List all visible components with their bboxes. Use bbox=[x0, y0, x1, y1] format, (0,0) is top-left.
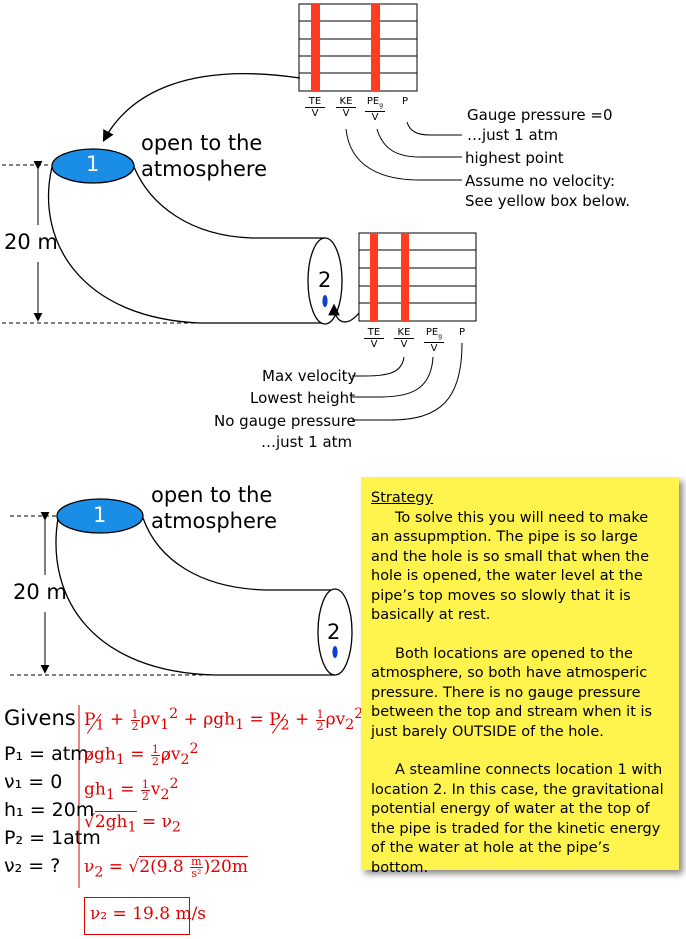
lower-leader-lines bbox=[352, 342, 463, 421]
bottom-height-label: 20 m bbox=[13, 580, 67, 604]
given-p1: P₁ = atm bbox=[4, 743, 89, 765]
lower-note-atm: …just 1 atm bbox=[261, 433, 353, 451]
sqrt-equation: √2gh1 = ν2 bbox=[84, 811, 181, 836]
top-height-indicator bbox=[2, 160, 200, 324]
upper-p-label: P bbox=[401, 96, 409, 107]
top-point2-label: 2 bbox=[318, 268, 332, 292]
upper-note-highest: highest point bbox=[465, 149, 564, 167]
upper-energy-chart bbox=[298, 3, 418, 92]
lower-chart-arrow bbox=[328, 303, 360, 323]
top-point1-ellipse bbox=[51, 148, 135, 184]
bottom-open-text: open to the atmosphere bbox=[151, 483, 277, 533]
upper-note-atm: …just 1 atm bbox=[467, 126, 559, 144]
bottom-pipe bbox=[55, 498, 353, 676]
lower-note-nogauge: No gauge pressure bbox=[214, 412, 356, 430]
upper-leader-lines bbox=[345, 121, 462, 181]
strategy-box: Strategy To solve this you will need to … bbox=[361, 477, 679, 876]
strategy-paragraph-3: A steamline connects location 1 with loc… bbox=[371, 762, 664, 876]
upper-pe-bar bbox=[371, 4, 380, 91]
lower-note-maxvel: Max velocity bbox=[262, 367, 357, 385]
bottom-point2-label: 2 bbox=[327, 620, 341, 644]
given-h1: h₁ = 20m bbox=[4, 799, 95, 821]
strategy-paragraph-2: Both locations are opened to the atmosph… bbox=[371, 645, 653, 740]
top-open-text: open to the atmosphere bbox=[141, 131, 267, 181]
lower-p-label: P bbox=[458, 327, 466, 338]
lower-note-lowest: Lowest height bbox=[250, 389, 356, 407]
upper-note-novelocity: Assume no velocity: bbox=[465, 172, 616, 190]
top-pipe-outer-curve bbox=[47, 166, 325, 324]
upper-note-seebox: See yellow box below. bbox=[465, 192, 631, 210]
givens-title: Givens bbox=[4, 706, 76, 730]
lower-te-bar bbox=[370, 233, 378, 321]
top-hole-marker bbox=[322, 295, 328, 307]
given-v2: ν₂ = ? bbox=[4, 855, 61, 877]
top-pipe-inner-curve bbox=[133, 166, 325, 239]
given-p2: P₂ = 1atm bbox=[4, 827, 101, 849]
top-pipe-end bbox=[307, 237, 343, 325]
lower-energy-chart bbox=[358, 232, 477, 322]
upper-note-gauge: Gauge pressure =0 bbox=[467, 106, 613, 124]
answer-text: ν₂ = 19.8 m/s bbox=[90, 904, 207, 924]
given-v1: ν₁ = 0 bbox=[4, 771, 63, 793]
strategy-paragraph-1: To solve this you will need to make an a… bbox=[371, 509, 649, 624]
top-pipe bbox=[47, 148, 343, 325]
bottom-point1-label: 1 bbox=[93, 503, 107, 527]
top-point1-label: 1 bbox=[86, 152, 100, 176]
upper-te-bar bbox=[311, 4, 320, 91]
upper-chart-arrow bbox=[102, 73, 301, 143]
strategy-heading: Strategy bbox=[371, 490, 434, 506]
top-height-label: 20 m bbox=[4, 230, 58, 254]
answer-box bbox=[84, 897, 190, 935]
bottom-height-indicator bbox=[10, 511, 215, 676]
lower-ke-bar bbox=[401, 233, 409, 321]
